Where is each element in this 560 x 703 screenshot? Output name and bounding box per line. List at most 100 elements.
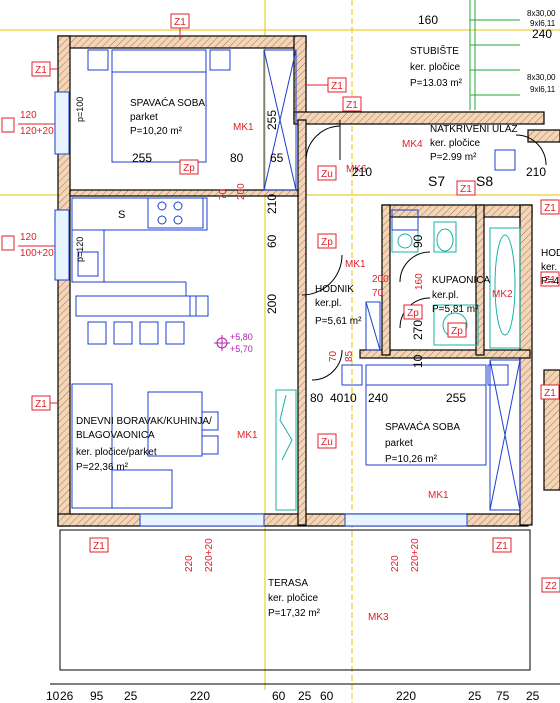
svg-text:Z1: Z1 xyxy=(331,81,343,92)
wardrobe-1 xyxy=(263,49,297,191)
svg-text:ker. pločice/parket: ker. pločice/parket xyxy=(76,447,157,458)
svg-text:HODN: HODN xyxy=(541,248,560,259)
marker-z1-right2: Z1 xyxy=(540,199,560,215)
dim: 65 xyxy=(270,151,284,165)
room-label-bath: KUPAONICA ker.pl. P=5,81 m² xyxy=(432,275,490,315)
svg-text:120+20: 120+20 xyxy=(20,126,54,137)
sofa xyxy=(71,383,219,509)
svg-text:25: 25 xyxy=(298,689,312,703)
svg-text:Z1: Z1 xyxy=(544,275,556,286)
mk1-bed1: MK1 xyxy=(233,122,254,133)
bottom-dims: 10 26 95 25 220 60 25 60 220 25 75 25 xyxy=(46,689,540,703)
dim-red: 70 xyxy=(218,188,229,200)
svg-text:25: 25 xyxy=(526,689,540,703)
svg-text:+5,80: +5,80 xyxy=(230,332,253,342)
mk1-bed2: MK1 xyxy=(428,490,449,501)
svg-text:Z1: Z1 xyxy=(544,388,556,399)
svg-text:Z1: Z1 xyxy=(93,541,105,552)
svg-text:Z2: Z2 xyxy=(545,581,557,592)
wardrobe-2 xyxy=(275,389,297,511)
marker-zu-2: Zu xyxy=(317,433,337,449)
svg-text:220: 220 xyxy=(190,689,210,703)
mk6: MK6 xyxy=(346,164,367,175)
svg-text:120: 120 xyxy=(20,110,37,121)
dim-red: 200 xyxy=(236,183,247,200)
elevation-marker: +5,80 +5,70 xyxy=(214,332,253,354)
dim-red: 85 xyxy=(344,350,355,362)
dim: 255 xyxy=(446,391,466,405)
dim-red: 220 xyxy=(390,555,401,572)
svg-text:ker.: ker. xyxy=(541,262,557,273)
svg-text:SPAVAĆA SOBA: SPAVAĆA SOBA xyxy=(130,96,205,109)
dim-top: 160 xyxy=(418,13,438,27)
svg-text:Zp: Zp xyxy=(183,163,195,174)
label-s8: S8 xyxy=(476,173,493,189)
tile-label: 8x30,00 xyxy=(527,73,556,82)
svg-text:Zu: Zu xyxy=(321,437,333,448)
marker-z1-left2: Z1 xyxy=(31,395,58,411)
wall-bath-mid xyxy=(475,204,485,356)
svg-text:25: 25 xyxy=(124,689,138,703)
svg-text:ker.pl.: ker.pl. xyxy=(432,290,459,301)
dim: 255 xyxy=(265,110,279,130)
label-s: S xyxy=(118,209,125,221)
dim: 210 xyxy=(265,194,279,214)
marker-z1-s: Z1 xyxy=(456,180,476,196)
door-arcs xyxy=(301,120,547,381)
svg-text:P=10,20 m²: P=10,20 m² xyxy=(130,126,183,137)
svg-text:P=2.99 m²: P=2.99 m² xyxy=(430,152,477,163)
dim: 200 xyxy=(265,294,279,314)
dim: 90 xyxy=(411,234,425,248)
wall-bath-left xyxy=(381,204,391,356)
svg-text:Zp: Zp xyxy=(451,326,463,337)
svg-text:ker. pločice: ker. pločice xyxy=(430,138,480,149)
svg-text:10: 10 xyxy=(46,689,60,703)
dim: 60 xyxy=(265,234,279,248)
svg-text:Z1: Z1 xyxy=(346,100,358,111)
wall-right-stub xyxy=(527,129,560,143)
svg-text:Zp: Zp xyxy=(321,237,333,248)
tile-label: 9xl6,11 xyxy=(530,85,556,94)
mk3: MK3 xyxy=(368,612,389,623)
marker-z2: Z2 xyxy=(541,577,560,593)
svg-text:25: 25 xyxy=(468,689,482,703)
svg-text:26: 26 xyxy=(60,689,74,703)
svg-text:Z1: Z1 xyxy=(496,541,508,552)
dim-red: 70 xyxy=(328,350,339,362)
wall-bed-living xyxy=(69,189,299,197)
wall-right xyxy=(519,204,533,526)
bed-2 xyxy=(341,364,509,466)
wall-bath-bottom xyxy=(359,349,531,359)
dim: 240 xyxy=(368,391,388,405)
svg-text:ker.pl.: ker.pl. xyxy=(315,298,342,309)
svg-text:220: 220 xyxy=(396,689,416,703)
dim: 4010 xyxy=(330,391,357,405)
mk1-living: MK1 xyxy=(237,430,258,441)
svg-text:NATKRIVENI ULAZ: NATKRIVENI ULAZ xyxy=(430,124,518,135)
room-label-living: DNEVNI BORAVAK/KUHINJA/ BLAGOVAONICA ker… xyxy=(76,416,212,473)
svg-text:BLAGOVAONICA: BLAGOVAONICA xyxy=(76,430,155,441)
dim: 255 xyxy=(132,151,152,165)
svg-text:P=5,81 m²: P=5,81 m² xyxy=(432,304,479,315)
window-p120: p=120 xyxy=(75,237,85,262)
marker-z1-entry: Z1 xyxy=(342,96,362,112)
svg-text:STUBIŠTE: STUBIŠTE xyxy=(410,44,459,57)
svg-text:P=4,: P=4, xyxy=(541,276,560,287)
window-bedroom2 xyxy=(344,513,468,527)
window-dim-1: 120 120+20 xyxy=(1,110,55,137)
marker-zp-4: Zp xyxy=(447,322,467,338)
dim-red: 160 xyxy=(414,273,425,290)
svg-text:parket: parket xyxy=(385,438,413,449)
tile-label: 9xl6,11 xyxy=(530,19,556,28)
stairs xyxy=(469,0,520,110)
marker-zp-1: Zp xyxy=(179,159,199,175)
svg-text:120: 120 xyxy=(20,232,37,243)
marker-z1-top: Z1 xyxy=(170,13,190,40)
marker-zu-1: Zu xyxy=(317,165,337,181)
wall-bath-top xyxy=(381,204,533,218)
terrace-outline xyxy=(59,529,531,671)
mk1-hall: MK1 xyxy=(345,259,366,270)
room-label-bed1: SPAVAĆA SOBA parket P=10,20 m² xyxy=(130,96,205,137)
wall-entry xyxy=(293,111,545,125)
